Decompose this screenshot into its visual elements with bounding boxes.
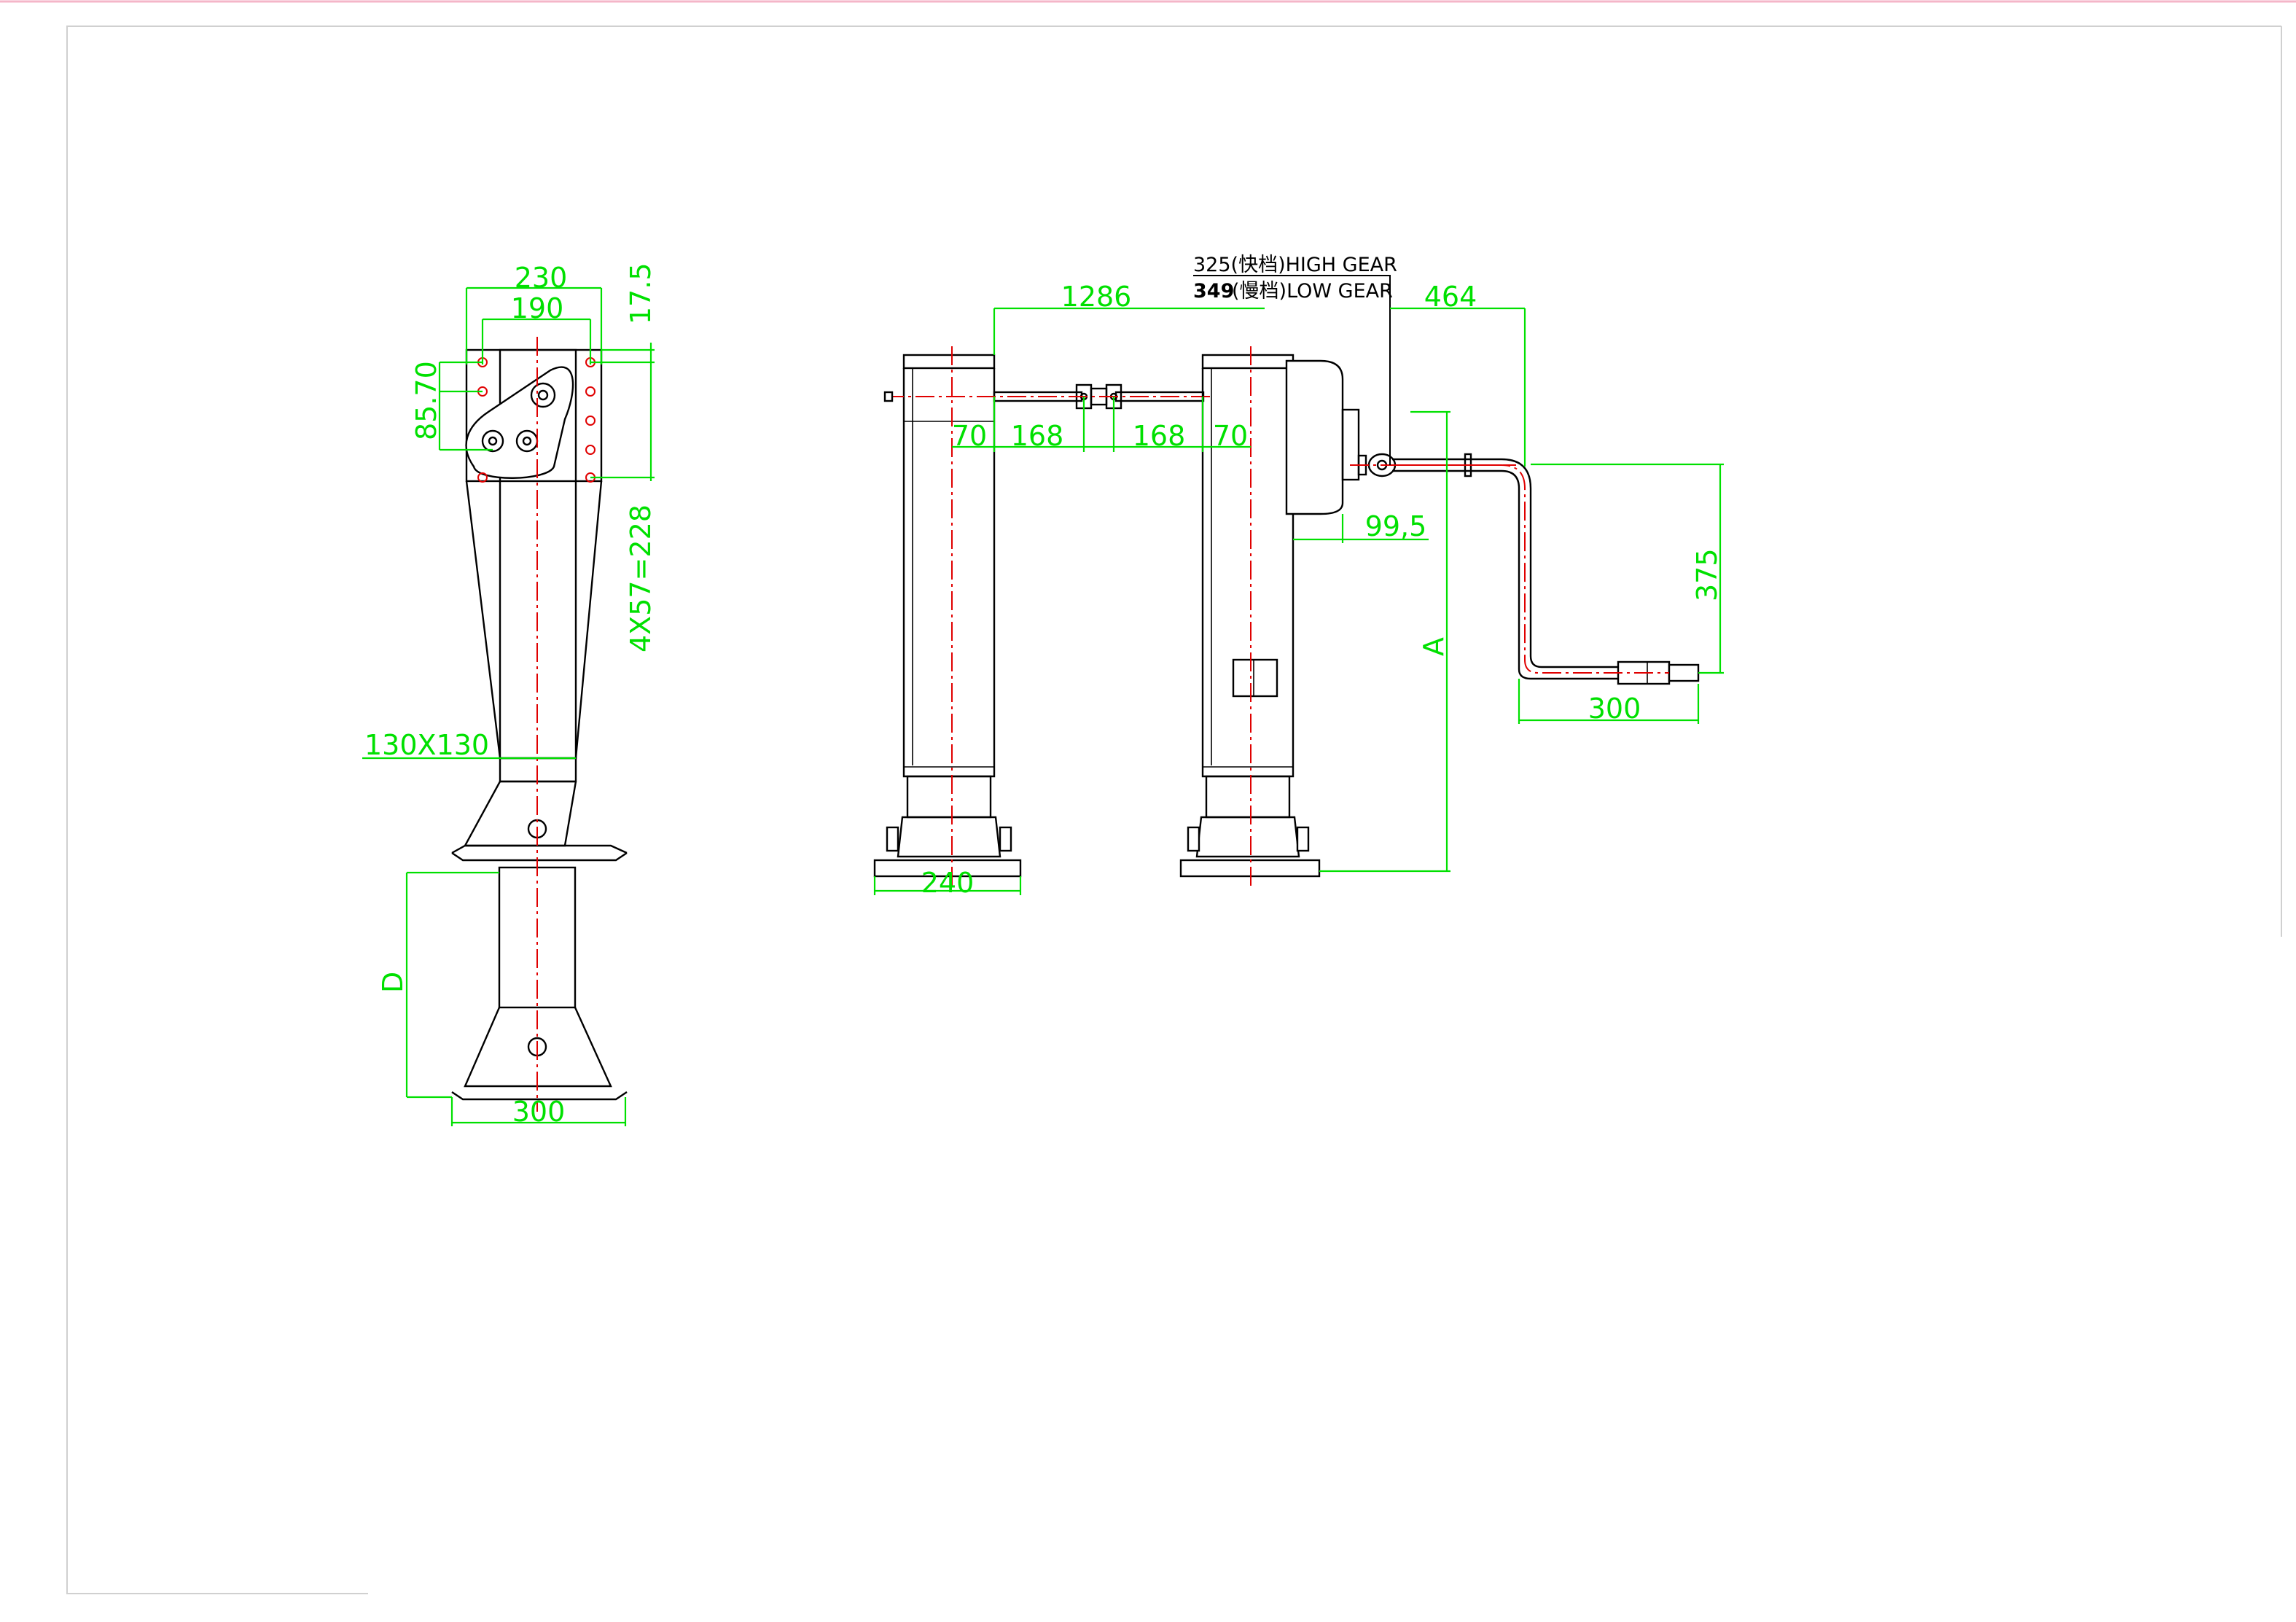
side-upper-foot (463, 781, 577, 847)
crank-handle (1392, 458, 1618, 668)
dim-tube-size: 130X130 (364, 729, 489, 761)
right-foot (1195, 816, 1300, 858)
dim-inner-width: 190 (511, 292, 564, 324)
side-hole (481, 429, 504, 453)
dim-base-width: 240 (921, 867, 975, 899)
front-view (873, 346, 1700, 886)
side-bolt-holes (477, 357, 596, 483)
left-inner-leg (906, 775, 992, 819)
side-hole (530, 382, 556, 408)
side-dimensions: 230 190 17.5 4X57=228 85.70 130X130 D 30… (362, 262, 657, 1128)
dim-right-inset: 70 (1213, 420, 1248, 452)
side-hole (488, 436, 498, 446)
left-base-plate (873, 859, 1022, 878)
gearbox-cover (1341, 408, 1360, 481)
gear-note-low-num: 349 (1193, 280, 1234, 303)
side-hole (522, 436, 532, 446)
dim-hole-pitch: 85.70 (410, 361, 442, 440)
dim-hole-row: 4X57=228 (625, 504, 657, 652)
side-view (451, 337, 628, 1112)
left-leg-cap (902, 354, 996, 370)
dim-crank-length: 300 (1588, 693, 1641, 725)
dim-top-offset: 17.5 (625, 262, 657, 324)
dim-left-inset: 70 (952, 420, 987, 452)
side-foot-plate (451, 844, 628, 862)
right-label-plate (1232, 658, 1278, 698)
dim-foot-width: 300 (512, 1096, 566, 1128)
dim-height: A (1418, 637, 1450, 656)
cross-shaft-right (1114, 391, 1205, 402)
gear-note-high: 325(快档)HIGH GEAR (1193, 254, 1397, 276)
gear-note-low: (慢档)LOW GEAR (1232, 280, 1393, 303)
dim-right-shaft: 168 (1133, 420, 1186, 452)
side-flange (465, 480, 603, 759)
dim-top-width: 230 (515, 262, 568, 294)
front-dimensions: 325(快档)HIGH GEAR 349 (慢档)LOW GEAR 1286 4… (873, 254, 1724, 899)
left-foot (897, 816, 1001, 858)
right-inner-leg (1205, 775, 1291, 819)
dim-span: 1286 (1061, 281, 1132, 313)
gearbox-housing (1285, 359, 1344, 515)
dim-gearbox-offset: 99,5 (1365, 510, 1427, 542)
side-hole (537, 389, 549, 401)
side-gearbox-plate (465, 366, 574, 479)
dim-left-shaft: 168 (1011, 420, 1064, 452)
dim-leg-travel: D (377, 972, 409, 993)
dim-crank-offset: 464 (1424, 281, 1477, 313)
dim-crank-drop: 375 (1691, 548, 1723, 601)
right-leg-cap (1201, 354, 1295, 370)
